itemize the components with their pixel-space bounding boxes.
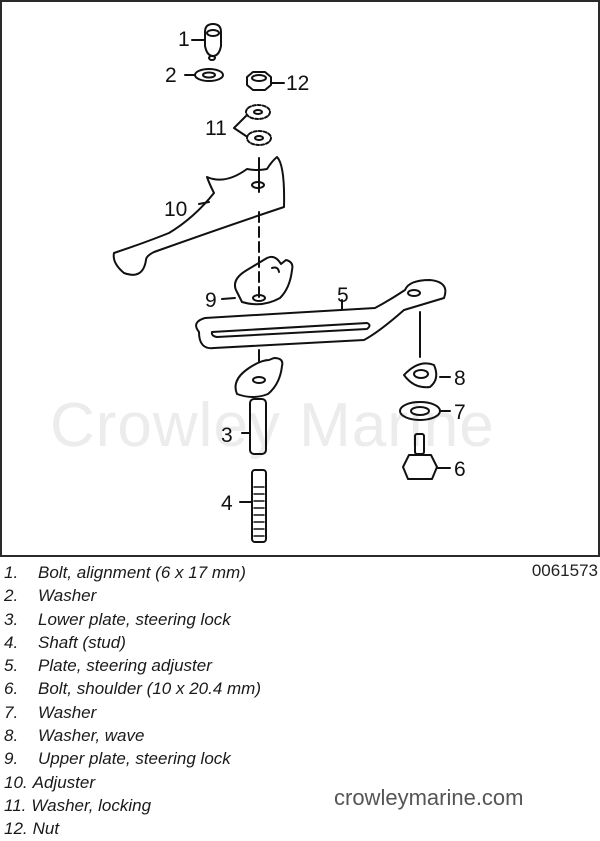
washer-part <box>184 68 224 82</box>
callout-3: 3 <box>221 424 233 447</box>
callout-4: 4 <box>221 492 233 515</box>
callout-7: 7 <box>454 401 466 424</box>
callout-10: 10 <box>164 198 187 221</box>
nut-part <box>246 71 285 91</box>
legend-item: 8.Washer, wave <box>4 726 145 746</box>
parts-diagram-frame: Crowley Marine <box>0 0 600 557</box>
callout-1: 1 <box>178 28 190 51</box>
legend-item: 3.Lower plate, steering lock <box>4 609 231 629</box>
lower-plate-part <box>234 349 284 455</box>
upper-plate-part <box>221 255 294 306</box>
exploded-parts-drawing: 1 2 12 11 10 9 5 8 7 3 6 4 <box>112 23 466 543</box>
legend-item: 1.Bolt, alignment (6 x 17 mm) <box>4 563 246 582</box>
legend-item: 12.Nut <box>4 819 60 839</box>
callout-5: 5 <box>337 284 349 307</box>
figure-id: 0061573 <box>531 561 598 580</box>
legend-item: 9.Upper plate, steering lock <box>4 749 231 769</box>
adjuster-part <box>112 156 286 276</box>
bolt-alignment-part <box>191 23 222 61</box>
parts-legend: 1.Bolt, alignment (6 x 17 mm) 2.Washer 3… <box>4 561 261 841</box>
callout-6: 6 <box>454 458 466 481</box>
callout-9: 9 <box>205 289 217 312</box>
callout-12: 12 <box>286 72 309 95</box>
locking-washers-part <box>233 104 272 146</box>
callout-8: 8 <box>454 367 466 390</box>
legend-item: 11.Washer, locking <box>4 795 152 815</box>
legend-item: 2.Washer <box>4 586 97 606</box>
legend-item: 4.Shaft (stud) <box>4 632 126 652</box>
legend-item: 5.Plate, steering adjuster <box>4 656 212 676</box>
washer-7-part <box>399 401 451 421</box>
legend-item: 7.Washer <box>4 702 97 722</box>
shoulder-bolt-part <box>402 433 451 480</box>
callout-11: 11 <box>205 117 227 140</box>
site-watermark: crowleymarine.com <box>334 785 524 810</box>
callout-2: 2 <box>165 64 177 87</box>
legend-item: 10.Adjuster <box>4 772 96 792</box>
shaft-stud-part <box>239 469 267 543</box>
steering-adjuster-plate-part <box>195 279 447 358</box>
legend-item: 6.Bolt, shoulder (10 x 20.4 mm) <box>4 679 261 699</box>
wave-washer-part <box>403 362 451 389</box>
